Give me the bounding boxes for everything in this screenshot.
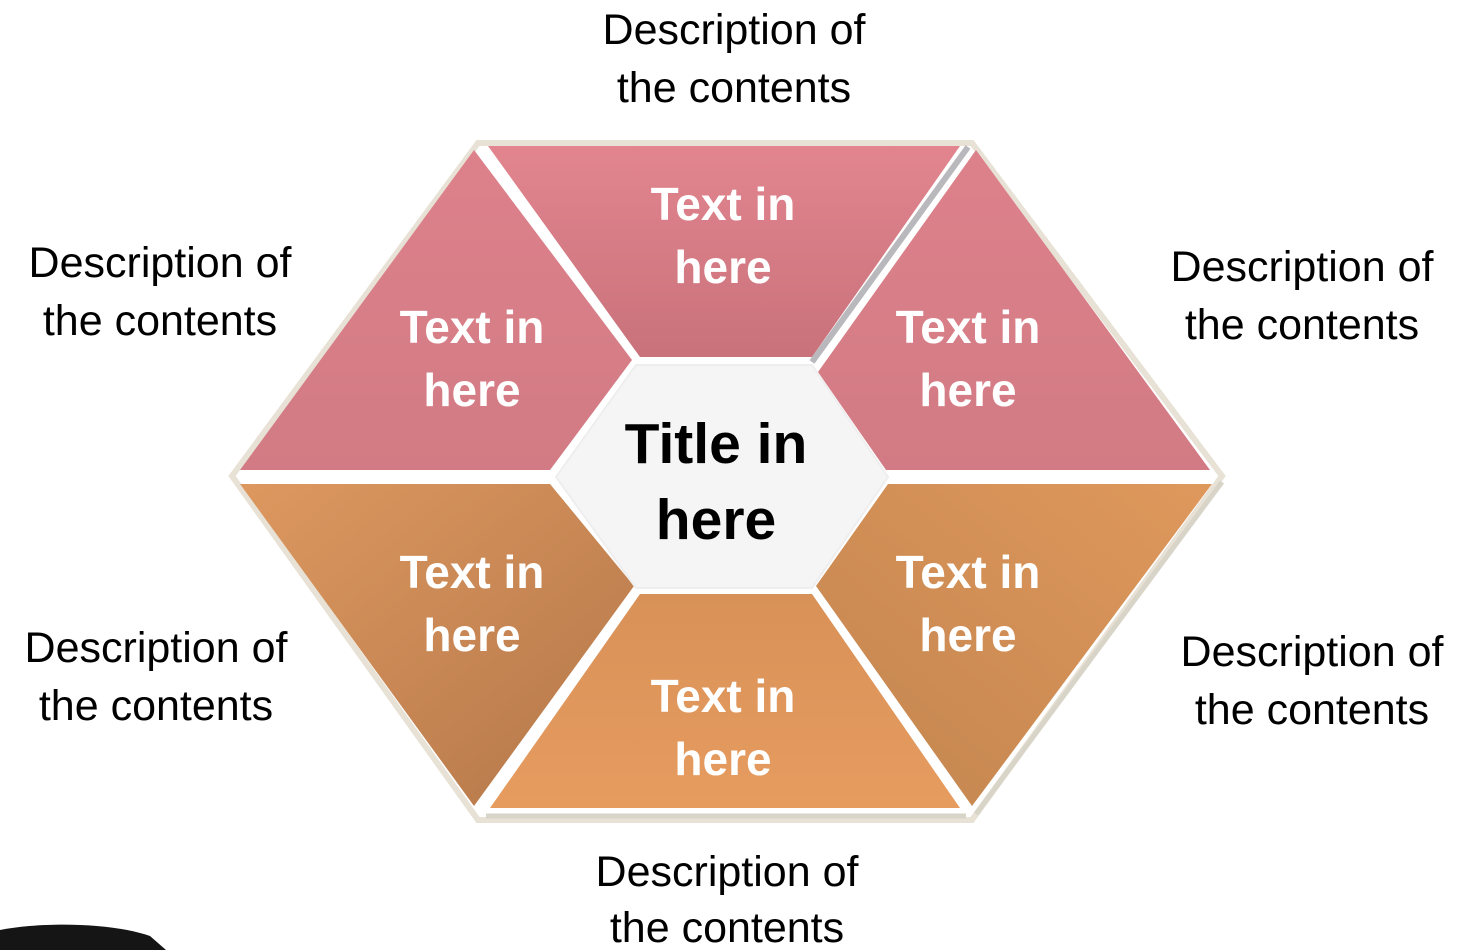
- segment-lower-right-label-line2: here: [919, 609, 1016, 661]
- segment-lower-left-label-line2: here: [423, 609, 520, 661]
- description-top-line1: Description of: [603, 6, 867, 54]
- description-upper-left-line2: the contents: [43, 297, 277, 345]
- hexagon-outline: [228, 140, 1226, 823]
- corner-silhouette-decoration: [0, 924, 166, 950]
- description-upper-right-line1: Description of: [1171, 243, 1435, 291]
- description-upper-right-line2: the contents: [1185, 301, 1419, 349]
- description-lower-right-line1: Description of: [1181, 628, 1445, 676]
- segment-lower-right-label-line1: Text in: [896, 546, 1041, 598]
- segment-top-edge: [809, 145, 971, 364]
- description-top-line2: the contents: [617, 64, 851, 112]
- segment-bottom-label-line2: here: [674, 733, 771, 785]
- segment-lower-left-shape: [240, 484, 634, 806]
- description-bottom-line1: Description of: [596, 848, 860, 896]
- segment-bottom-shape: [490, 594, 960, 808]
- description-lower-right-line2: the contents: [1195, 686, 1429, 734]
- segment-upper-right-label-line2: here: [919, 364, 1016, 416]
- segment-top-label-line1: Text in: [651, 178, 796, 230]
- segment-lower-left-label-line1: Text in: [400, 546, 545, 598]
- description-lower-left-line2: the contents: [39, 682, 273, 730]
- segment-bottom-label-line1: Text in: [651, 670, 796, 722]
- segment-lower-right-edge: [973, 480, 1225, 816]
- segment-top-shape: [488, 146, 960, 357]
- segment-upper-right-shape: [818, 150, 1210, 470]
- description-lower-left-line1: Description of: [25, 624, 289, 672]
- center-title-line1: Title in: [625, 412, 808, 476]
- segment-upper-right-label-line1: Text in: [896, 301, 1041, 353]
- center-title-line2: here: [656, 488, 776, 552]
- description-upper-left-line1: Description of: [29, 239, 293, 287]
- center-hexagon: [554, 364, 890, 589]
- segment-upper-left-shape: [240, 150, 632, 470]
- segment-top-label-line2: here: [674, 241, 771, 293]
- segment-lower-right-shape: [816, 484, 1212, 806]
- segment-upper-left-label-line1: Text in: [400, 301, 545, 353]
- segment-upper-left-label-line2: here: [423, 364, 520, 416]
- description-bottom-line2: the contents: [610, 904, 844, 950]
